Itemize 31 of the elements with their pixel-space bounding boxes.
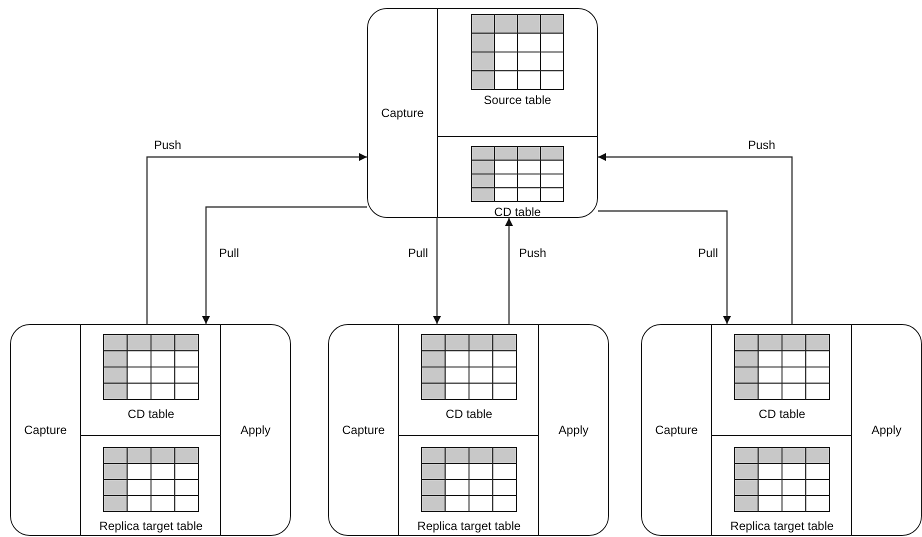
edge-label: Pull [218, 246, 240, 260]
process-label: Apply [538, 325, 608, 535]
arrow [505, 218, 513, 324]
table-caption: CD table [126, 407, 176, 421]
process-label: Capture [329, 325, 399, 535]
process-label: Capture [642, 325, 712, 535]
rounded-box [641, 324, 922, 536]
table-caption: Source table [482, 93, 552, 107]
edge-label: Push [747, 138, 776, 152]
rounded-box [367, 8, 598, 218]
process-label: Apply [851, 325, 921, 535]
arrow [146, 153, 367, 324]
rounded-box [10, 324, 291, 536]
edge-label: Push [518, 246, 548, 260]
rounded-box [328, 324, 609, 536]
table-caption: Replica target table [416, 519, 522, 533]
table-caption: CD table [444, 407, 494, 421]
table-caption: Replica target table [98, 519, 204, 533]
arrow [598, 210, 731, 324]
arrow [598, 153, 793, 324]
table-caption: CD table [758, 407, 806, 421]
process-label: Apply [220, 325, 290, 535]
process-label: Capture [11, 325, 81, 535]
arrow [202, 206, 367, 324]
arrow [433, 218, 441, 324]
edge-label: Pull [697, 246, 720, 260]
table-caption: CD table [493, 205, 542, 219]
edge-label: Push [153, 138, 182, 152]
process-label: Capture [368, 9, 438, 217]
edge-label: Pull [407, 246, 430, 260]
table-caption: Replica target table [729, 519, 835, 533]
